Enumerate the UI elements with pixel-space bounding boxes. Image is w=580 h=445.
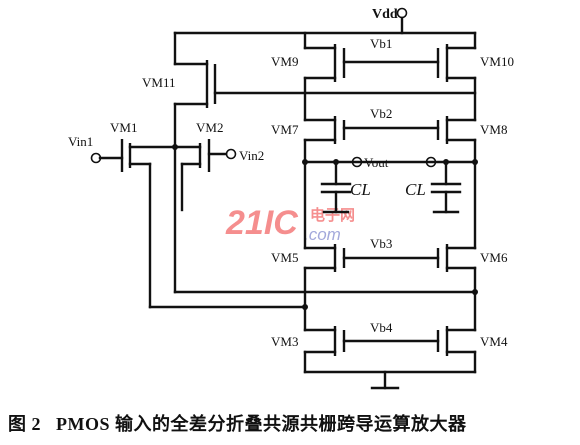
folding-wires xyxy=(148,145,478,310)
ground-symbol xyxy=(303,370,477,390)
transistor-vm11 xyxy=(173,60,477,149)
label-vm6: VM6 xyxy=(480,250,508,265)
label-vm2: VM2 xyxy=(196,120,223,135)
watermark-cn: 电子网 xyxy=(310,206,355,224)
label-vb2: Vb2 xyxy=(370,106,392,121)
transistor-vm4 xyxy=(436,326,477,374)
capacitor-cl-left xyxy=(320,160,352,214)
watermark-21ic: 21IC xyxy=(225,204,298,242)
watermark-com: .com xyxy=(304,225,341,244)
vdd-terminal xyxy=(396,7,408,19)
label-vm1: VM1 xyxy=(110,120,137,135)
figure-caption: 图 2 PMOS 输入的全差分折叠共源共栅跨导运算放大器 xyxy=(8,410,578,440)
transistor-vm9 xyxy=(303,31,346,122)
caption-number: 图 2 xyxy=(8,414,41,434)
label-vin2: Vin2 xyxy=(239,148,264,163)
label-vb4: Vb4 xyxy=(370,320,393,335)
transistor-vm6 xyxy=(436,160,477,332)
capacitor-cl-right xyxy=(430,160,462,214)
label-vm10: VM10 xyxy=(480,54,514,69)
transistor-vm3 xyxy=(303,326,346,374)
label-vm11: VM11 xyxy=(142,75,175,90)
transistor-vm2 xyxy=(173,139,237,212)
label-vin1: Vin1 xyxy=(68,134,93,149)
vin1-terminal xyxy=(90,152,102,164)
label-vm9: VM9 xyxy=(271,54,298,69)
label-vm5: VM5 xyxy=(271,250,298,265)
label-vdd: Vdd xyxy=(372,7,398,22)
label-vm7: VM7 xyxy=(271,122,299,137)
vin2-terminal xyxy=(225,148,237,160)
labels: Vdd Vb1 VM9 VM10 VM11 Vb2 VM7 VM8 VM1 VM… xyxy=(68,7,514,349)
transistor-vm8 xyxy=(436,116,477,164)
label-cl-left: CL xyxy=(350,180,371,199)
label-cl-right: CL xyxy=(405,180,426,199)
label-vb3: Vb3 xyxy=(370,236,392,251)
output-node xyxy=(302,156,478,168)
label-vm8: VM8 xyxy=(480,122,507,137)
transistor-vm5 xyxy=(303,160,346,332)
caption-text: PMOS 输入的全差分折叠共源共栅跨导运算放大器 xyxy=(56,414,467,434)
label-vb1: Vb1 xyxy=(370,36,392,51)
transistor-vm1 xyxy=(90,139,177,172)
watermark-logo: 21IC 电子网 .com xyxy=(225,204,355,244)
label-vm4: VM4 xyxy=(480,334,508,349)
vout-terminal-right xyxy=(425,156,437,168)
label-vm3: VM3 xyxy=(271,334,298,349)
transistor-vm7 xyxy=(303,116,346,164)
label-vout: Vout xyxy=(364,155,389,170)
transistor-vm10 xyxy=(436,31,477,122)
vdd-rail xyxy=(173,7,477,66)
vout-terminal-left xyxy=(351,156,363,168)
